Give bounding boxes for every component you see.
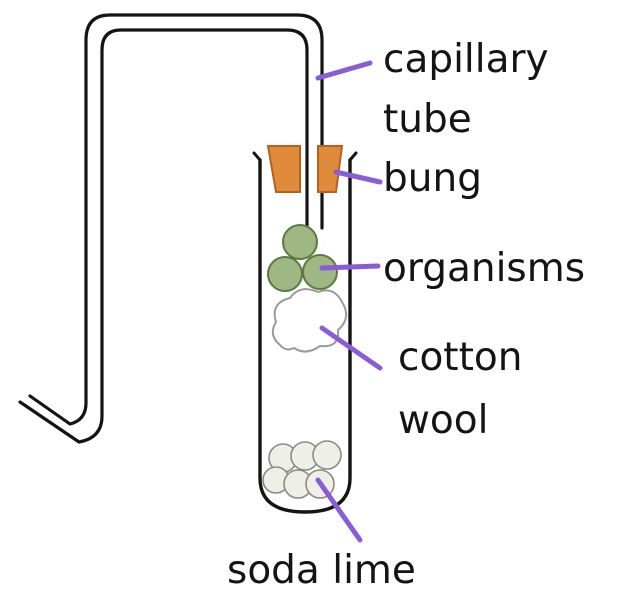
pointer-cotton-wool (319, 325, 383, 371)
boiling-tube-lip (252, 151, 358, 162)
pointer-soda-lime (315, 477, 363, 543)
capillary-tube-inner-wall (18, 28, 309, 444)
label-capillary-line1: capillary (383, 37, 549, 82)
capillary-tube-outer-wall (28, 13, 324, 426)
bung-left-half (266, 145, 301, 193)
label-cotton-line2: wool (398, 398, 488, 443)
soda-lime (262, 440, 342, 499)
capillary-tube (18, 13, 324, 444)
pointer-lines (315, 60, 383, 543)
boiling-tube (258, 158, 352, 514)
label-organisms: organisms (383, 246, 585, 291)
organism-ball (267, 256, 303, 292)
organism-ball (302, 254, 338, 290)
pointer-bung (333, 169, 383, 185)
organisms (267, 224, 338, 292)
pointer-organisms (319, 263, 381, 271)
label-cotton-line1: cotton (398, 335, 522, 380)
label-soda-lime: soda lime (227, 548, 416, 593)
bung-right-half (317, 145, 344, 193)
soda-lime-pellet (312, 440, 342, 470)
organism-ball (282, 224, 318, 260)
pointer-capillary-tube (315, 60, 373, 81)
label-bung: bung (383, 156, 482, 201)
bung (266, 145, 344, 193)
label-capillary-line2: tube (383, 97, 472, 142)
cotton-wool (271, 288, 348, 353)
